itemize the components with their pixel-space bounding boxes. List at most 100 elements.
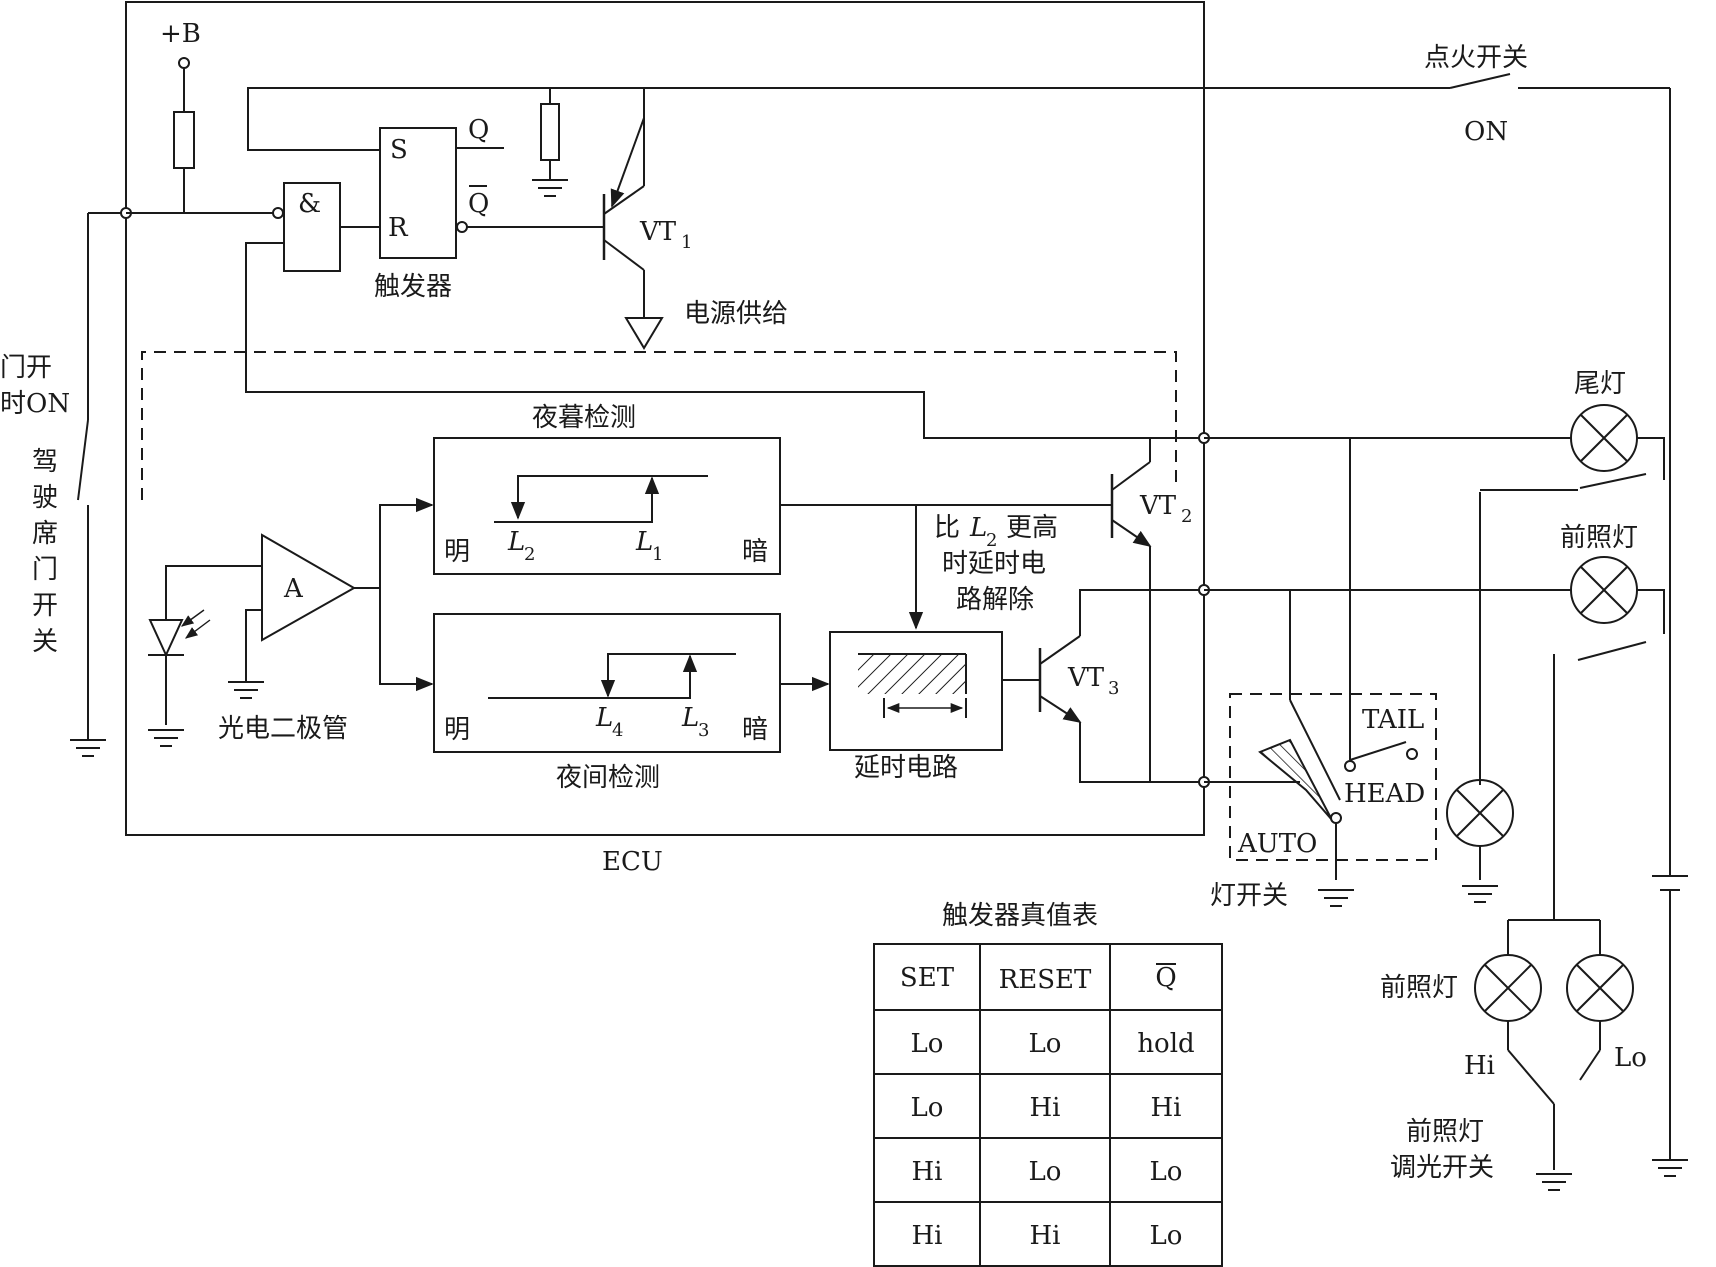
tt-r3-c0: Hi: [912, 1221, 943, 1251]
head-position-label: HEAD: [1344, 779, 1425, 809]
tt-r1-c1: Hi: [1030, 1093, 1061, 1123]
truth-table-title: 触发器真值表: [942, 901, 1098, 931]
ignition-switch-label: 点火开关: [1424, 43, 1528, 73]
transistor-vt2: VT 2: [1110, 438, 1192, 782]
driver-door-switch: [69, 207, 132, 757]
svg-text:明: 明: [444, 537, 470, 567]
night-detection-block: 明 暗 L 4 L 3 夜间检测: [433, 613, 781, 793]
delay-release-note: 比 L 2 更高 时延时电 路解除: [934, 513, 1058, 615]
tt-header-set: SET: [900, 963, 955, 993]
photodiode: 光电二极管: [147, 565, 348, 747]
delay-circuit-label: 延时电路: [854, 753, 958, 783]
supply-pullup: +B: [160, 19, 201, 213]
svg-text:L: L: [681, 703, 699, 733]
flipflop-truth-table: 触发器真值表 SET RESET Q Lo Lo hold Lo Hi Hi H…: [873, 901, 1223, 1267]
lo-label: Lo: [1614, 1043, 1647, 1073]
svg-text:2: 2: [986, 530, 997, 551]
delay-circuit: 延时电路: [829, 631, 1003, 783]
svg-text:L: L: [595, 703, 613, 733]
svg-text:路解除: 路解除: [956, 585, 1034, 615]
svg-text:3: 3: [1108, 678, 1119, 699]
tail-lamp-label: 尾灯: [1574, 369, 1626, 399]
tt-r0-c1: Lo: [1029, 1029, 1062, 1059]
tt-r2-c2: Lo: [1150, 1157, 1183, 1187]
svg-text:S: S: [390, 135, 408, 165]
ignition-switch: 点火开关 ON: [1204, 43, 1671, 876]
light-switch: TAIL HEAD AUTO 灯开关: [1204, 438, 1437, 911]
door-open-label-1: 门开: [0, 353, 52, 383]
tt-r0-c2: hold: [1137, 1029, 1194, 1059]
svg-text:更高: 更高: [1006, 513, 1058, 543]
tt-r2-c0: Hi: [912, 1157, 943, 1187]
dusk-detection-block: 夜暮检测 明 暗 L 2 L 1: [433, 403, 781, 575]
tt-r2-c1: Lo: [1029, 1157, 1062, 1187]
svg-text:Q: Q: [468, 115, 489, 145]
driver-door-switch-label: 驾 驶 席 门 开 关: [32, 447, 58, 657]
svg-text:明: 明: [444, 715, 470, 745]
svg-text:&: &: [298, 189, 321, 219]
tt-header-qbar: Q: [1155, 963, 1176, 993]
transistor-vt3: VT 3: [1038, 589, 1204, 783]
svg-text:VT: VT: [1067, 663, 1105, 693]
indicator-lamp: [1446, 779, 1514, 903]
plus-b-label: +B: [160, 19, 201, 49]
on-label: ON: [1464, 117, 1508, 147]
dimmer-switch-label-2: 调光开关: [1390, 1153, 1494, 1183]
amplifier: A: [227, 497, 434, 699]
ecu-frame: [125, 1, 1205, 836]
headlamp: 前照灯: [1204, 523, 1665, 920]
svg-text:关: 关: [32, 627, 58, 657]
headlamp-hi-lo: 前照灯 Hi Lo 前照灯 调光开关: [1380, 919, 1647, 1191]
svg-text:Q: Q: [468, 189, 489, 219]
svg-text:VT: VT: [639, 217, 677, 247]
tt-r3-c1: Hi: [1030, 1221, 1061, 1251]
photodiode-label: 光电二极管: [218, 714, 348, 744]
svg-text:2: 2: [524, 544, 535, 565]
svg-text:暗: 暗: [742, 715, 768, 745]
hi-label: Hi: [1464, 1051, 1495, 1081]
headlamp-label: 前照灯: [1560, 523, 1638, 553]
svg-text:2: 2: [1181, 506, 1192, 527]
svg-text:时延时电: 时延时电: [942, 549, 1046, 579]
tt-r3-c2: Lo: [1150, 1221, 1183, 1251]
svg-text:L: L: [507, 527, 525, 557]
svg-text:L: L: [635, 527, 653, 557]
tt-r0-c0: Lo: [911, 1029, 944, 1059]
tt-r1-c2: Hi: [1151, 1093, 1182, 1123]
svg-text:席: 席: [32, 519, 58, 549]
svg-text:开: 开: [32, 591, 58, 621]
and-gate: &: [245, 182, 1204, 439]
headlamp2-label: 前照灯: [1380, 973, 1458, 1003]
tail-lamp: 尾灯: [1204, 369, 1665, 785]
svg-text:驾: 驾: [32, 447, 58, 477]
dashed-boundary: [141, 351, 1177, 500]
dimmer-switch-label-1: 前照灯: [1406, 1117, 1484, 1147]
svg-text:1: 1: [681, 232, 692, 253]
svg-text:比: 比: [934, 513, 960, 543]
flipflop-label: 触发器: [374, 272, 452, 302]
night-detect-label: 夜间检测: [556, 763, 660, 793]
svg-text:门: 门: [32, 555, 58, 585]
svg-text:1: 1: [652, 544, 663, 565]
flipflop: S R Q Q 触发器: [247, 87, 1204, 302]
svg-text:VT: VT: [1139, 491, 1177, 521]
svg-text:L: L: [969, 513, 987, 543]
battery: [1651, 875, 1689, 1177]
transistor-vt1: VT 1: [602, 88, 692, 350]
power-supply-label: 电源供给: [684, 299, 788, 329]
svg-text:3: 3: [698, 720, 709, 741]
light-switch-label: 灯开关: [1210, 881, 1288, 911]
svg-text:A: A: [283, 574, 304, 604]
svg-text:驶: 驶: [32, 483, 58, 513]
tail-position-label: TAIL: [1362, 705, 1424, 735]
dusk-detect-label: 夜暮检测: [532, 403, 636, 433]
resistor-to-ground: [531, 88, 569, 197]
tt-header-reset: RESET: [999, 965, 1092, 995]
door-open-label-2: 时ON: [0, 389, 70, 419]
ecu-label: ECU: [602, 847, 663, 877]
svg-text:暗: 暗: [742, 537, 768, 567]
svg-text:R: R: [388, 213, 409, 243]
auto-position-label: AUTO: [1237, 829, 1317, 859]
tt-r1-c0: Lo: [911, 1093, 944, 1123]
